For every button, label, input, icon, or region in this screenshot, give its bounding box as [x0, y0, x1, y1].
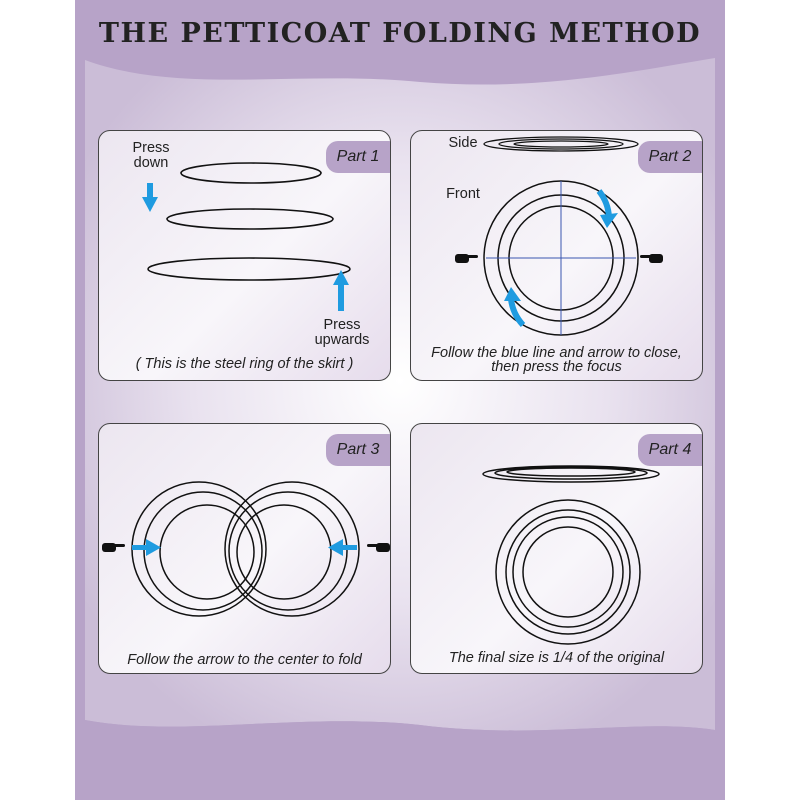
hand-pointing-right-icon [102, 543, 125, 552]
part-3-drawing [102, 481, 390, 617]
side-label: Side [448, 135, 478, 151]
panel-part-2: Part 2 Side Front Follow the blue line a… [410, 130, 703, 381]
press-down-label: Press down [121, 141, 181, 171]
arrow-down-icon [142, 183, 158, 212]
part-2-caption: Follow the blue line and arrow to close,… [411, 345, 702, 375]
arrow-left-icon [328, 539, 357, 556]
page-title: THE PETTICOAT FOLDING METHOD [98, 18, 702, 49]
steel-ring-bottom [147, 257, 351, 281]
side-view-rings [483, 136, 639, 152]
press-upwards-label: Press upwards [304, 318, 380, 348]
part-3-caption: Follow the arrow to the center to fold [127, 652, 362, 668]
part-3-tab: Part 3 [326, 434, 390, 466]
curved-arrow-icon [596, 189, 618, 228]
panel-part-4: Part 4 The final size is 1/4 of the orig… [410, 423, 703, 674]
part-2-caption-line-1: Follow the blue line and arrow to close, [431, 345, 682, 361]
part-4-drawing [482, 465, 660, 645]
curved-arrow-icon [504, 287, 526, 328]
press-up-line-2: upwards [314, 332, 370, 348]
hand-pointing-left-icon [367, 543, 390, 552]
press-up-line-1: Press [323, 317, 361, 333]
hand-pointing-left-icon [640, 254, 663, 263]
part-4-caption: The final size is 1/4 of the original [448, 650, 665, 666]
part-2-drawing [455, 136, 663, 336]
part-1-caption: ( This is the steel ring of the skirt ) [135, 356, 354, 372]
front-label: Front [446, 186, 480, 202]
arrow-right-icon [132, 539, 161, 556]
press-down-line-2: down [133, 155, 169, 171]
part-4-tab: Part 4 [638, 434, 702, 466]
hand-pointing-right-icon [455, 254, 478, 263]
right-folded-rings [224, 481, 360, 617]
front-view-final-rings [495, 499, 641, 645]
panel-part-1: Part 1 Press down Press upwards ( This i… [98, 130, 391, 381]
part-1-tab: Part 1 [326, 141, 390, 173]
part-2-tab: Part 2 [638, 141, 702, 173]
panel-part-3: Part 3 Follow the arrow to the center to… [98, 423, 391, 674]
part-1-drawing [142, 162, 351, 311]
press-down-line-1: Press [132, 140, 170, 156]
steel-ring-middle [166, 208, 334, 230]
side-view-final-rings [482, 465, 660, 483]
part-2-caption-line-2: then press the focus [491, 359, 622, 375]
steel-ring-top [180, 162, 322, 184]
arrow-up-icon [333, 270, 349, 311]
